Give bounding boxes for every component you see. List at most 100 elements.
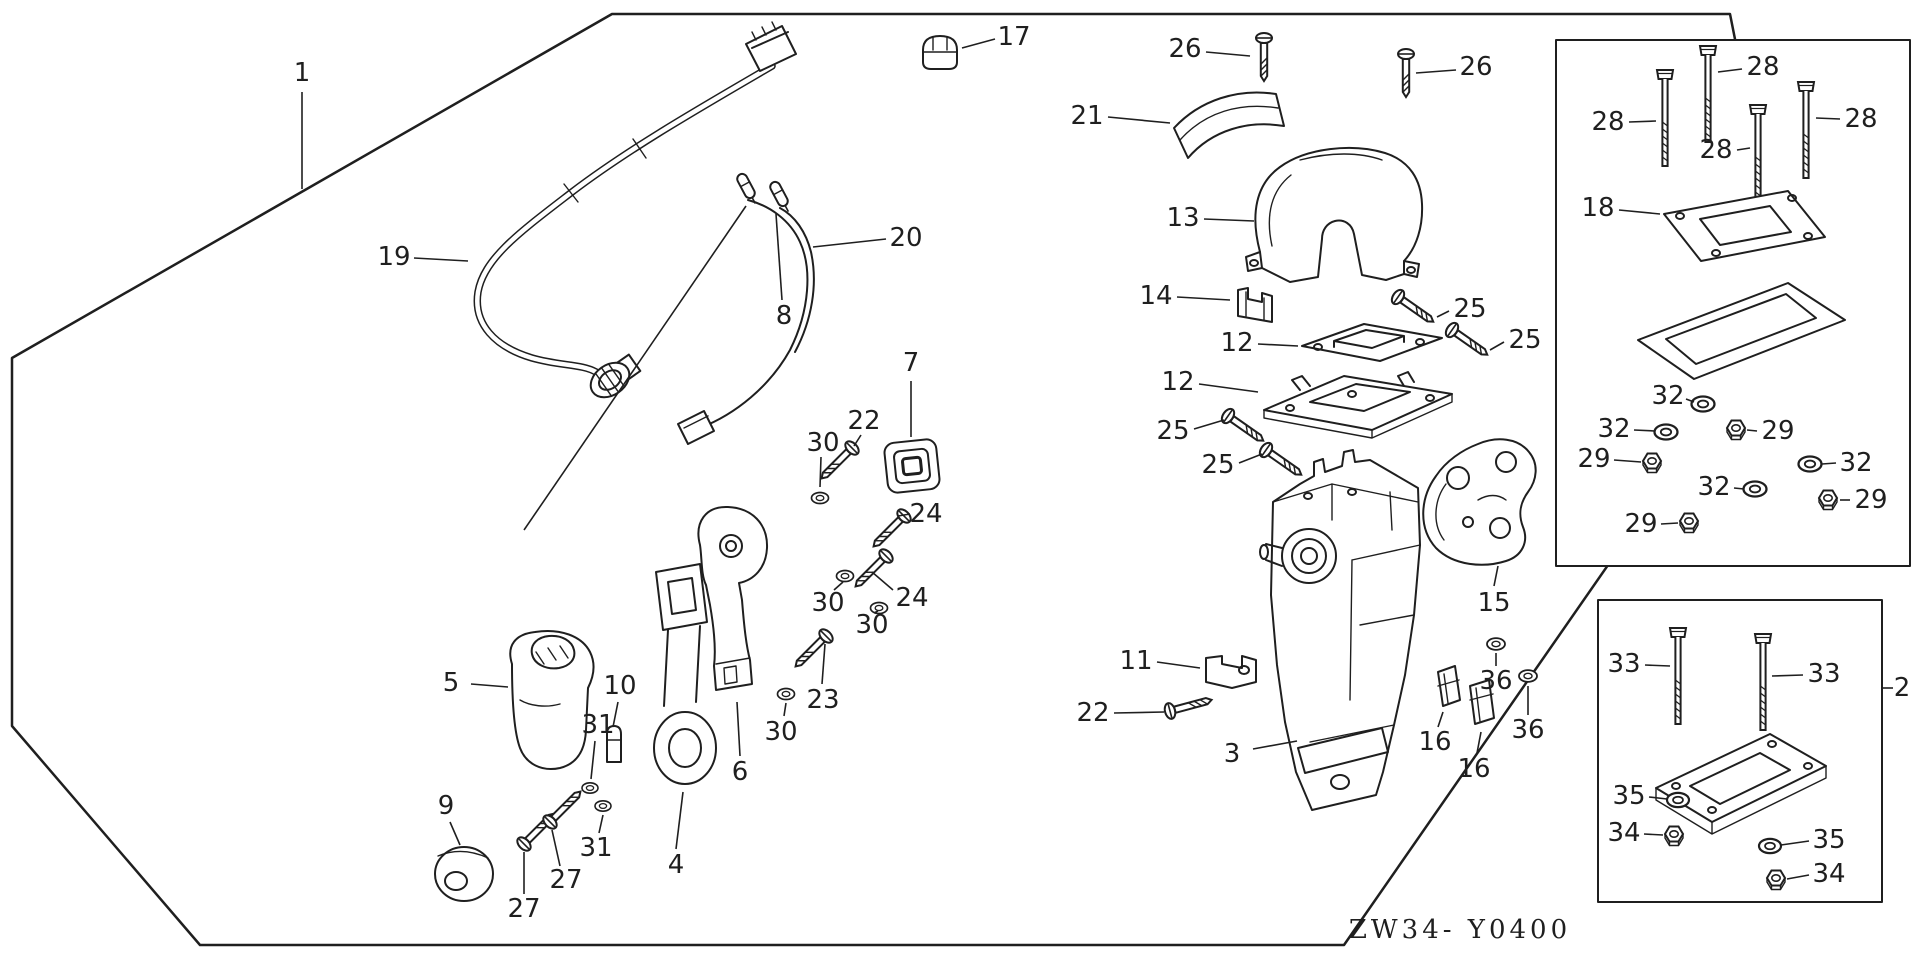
washer-35-b [1757, 837, 1783, 855]
callout-leader-6-45 [736, 701, 741, 757]
part-label-25-17: 25 [1201, 450, 1234, 480]
callout-leader-24-33 [871, 571, 894, 591]
part-label-12-12: 12 [1220, 328, 1253, 358]
washer-32-b [1653, 423, 1679, 441]
screw-22-b [1162, 691, 1215, 722]
callout-leader-29-24 [1660, 522, 1679, 525]
callout-leader-24-32 [897, 513, 911, 517]
part-main-harness-19 [473, 21, 797, 399]
part-label-22-48: 22 [1076, 698, 1109, 728]
part-label-32-20: 32 [1697, 472, 1730, 502]
washer-32-d [1797, 455, 1823, 473]
part-label-25-15: 25 [1508, 325, 1541, 355]
callout-leader-31-41 [598, 814, 604, 834]
callout-leader-28-7 [1736, 147, 1751, 151]
callout-leader-20-27 [812, 238, 887, 248]
part-curved-plate-21 [1173, 91, 1285, 159]
part-gasket [1637, 282, 1846, 380]
part-bracket-11 [1205, 655, 1257, 689]
washer-36-a [1486, 637, 1506, 651]
part-cap-17 [922, 35, 958, 70]
part-plate-bracket-15 [1422, 438, 1537, 566]
screw-27-b [539, 784, 588, 833]
part-label-4-46: 4 [668, 850, 685, 880]
part-label-28-8: 28 [1844, 104, 1877, 134]
washer-35-a [1665, 791, 1691, 809]
screw-25-d [1256, 439, 1307, 483]
part-label-31-40: 31 [581, 710, 614, 740]
part-label-28-5: 28 [1591, 107, 1624, 137]
part-grommet-7 [883, 438, 941, 494]
part-label-29-24: 29 [1624, 509, 1657, 539]
callout-leader-16-51 [1437, 711, 1444, 728]
part-label-29-25: 29 [1854, 485, 1887, 515]
callout-leader-18-9 [1618, 209, 1661, 215]
part-label-27-43: 27 [507, 894, 540, 924]
part-spacer-16-b [1469, 679, 1495, 725]
part-label-2-55: 2 [1894, 673, 1911, 703]
part-label-20-27: 20 [889, 223, 922, 253]
washer-32-c [1742, 480, 1768, 498]
part-label-13-10: 13 [1166, 203, 1199, 233]
callout-leader-26-3 [1415, 69, 1457, 74]
callout-leader-21-4 [1107, 116, 1171, 124]
part-label-28-6: 28 [1746, 52, 1779, 82]
part-label-12-13: 12 [1161, 367, 1194, 397]
washer-30-a [810, 491, 830, 505]
part-clip-14 [1237, 287, 1273, 323]
part-label-6-45: 6 [732, 757, 749, 787]
callout-leader-32-18 [1685, 398, 1695, 403]
part-label-36-54: 36 [1511, 715, 1544, 745]
callout-leader-22-30 [853, 434, 862, 447]
part-label-9-42: 9 [438, 791, 455, 821]
washer-31-b [594, 799, 612, 813]
callout-leader-33-57 [1771, 674, 1804, 677]
callout-leader-4-46 [675, 791, 684, 850]
callout-leader-11-47 [1156, 661, 1201, 669]
screw-26-b [1397, 48, 1415, 98]
part-label-25-14: 25 [1453, 294, 1486, 324]
part-label-21-4: 21 [1070, 101, 1103, 131]
part-grip-cover-5 [509, 630, 595, 770]
part-plate-18 [1663, 190, 1826, 262]
screw-25-c [1218, 405, 1269, 449]
part-label-34-60: 34 [1607, 818, 1640, 848]
callout-leader-30-34 [833, 581, 844, 591]
part-label-33-57: 33 [1807, 659, 1840, 689]
callout-leader-14-11 [1176, 296, 1231, 301]
part-label-35-59: 35 [1812, 825, 1845, 855]
callout-leader-28-6 [1717, 68, 1743, 73]
part-label-25-16: 25 [1156, 416, 1189, 446]
part-label-1-0: 1 [294, 58, 311, 88]
part-label-19-26: 19 [377, 242, 410, 272]
callout-leader-12-13 [1198, 383, 1259, 393]
part-label-26-3: 26 [1459, 52, 1492, 82]
assembly-reference-line [523, 205, 747, 531]
part-knob-9 [434, 846, 494, 902]
callout-leader-25-14 [1436, 310, 1450, 318]
callout-leader-34-60 [1643, 833, 1664, 836]
harness-connector-housing [745, 21, 797, 72]
part-label-26-2: 26 [1168, 34, 1201, 64]
part-label-10-39: 10 [603, 671, 636, 701]
part-label-15-50: 15 [1477, 588, 1510, 618]
part-label-17-1: 17 [997, 22, 1030, 52]
part-label-36-53: 36 [1479, 666, 1512, 696]
two-pin-connector [677, 410, 715, 445]
part-label-29-23: 29 [1577, 444, 1610, 474]
part-pin-10 [606, 725, 622, 763]
callout-leader-26-2 [1205, 51, 1251, 57]
part-label-3-49: 3 [1224, 739, 1241, 769]
callout-leader-34-61 [1786, 874, 1810, 880]
callout-leader-22-48 [1113, 711, 1165, 714]
part-spacer-16-a [1437, 665, 1461, 707]
callout-leader-35-58 [1648, 796, 1668, 800]
callout-leader-8-28 [775, 213, 783, 301]
part-label-22-30: 22 [847, 406, 880, 436]
part-mount-spacer-block [1655, 733, 1827, 835]
drawing-code: ZW34- Y0400 [1349, 915, 1571, 945]
callout-leader-32-21 [1821, 462, 1837, 465]
part-label-18-9: 18 [1581, 193, 1614, 223]
